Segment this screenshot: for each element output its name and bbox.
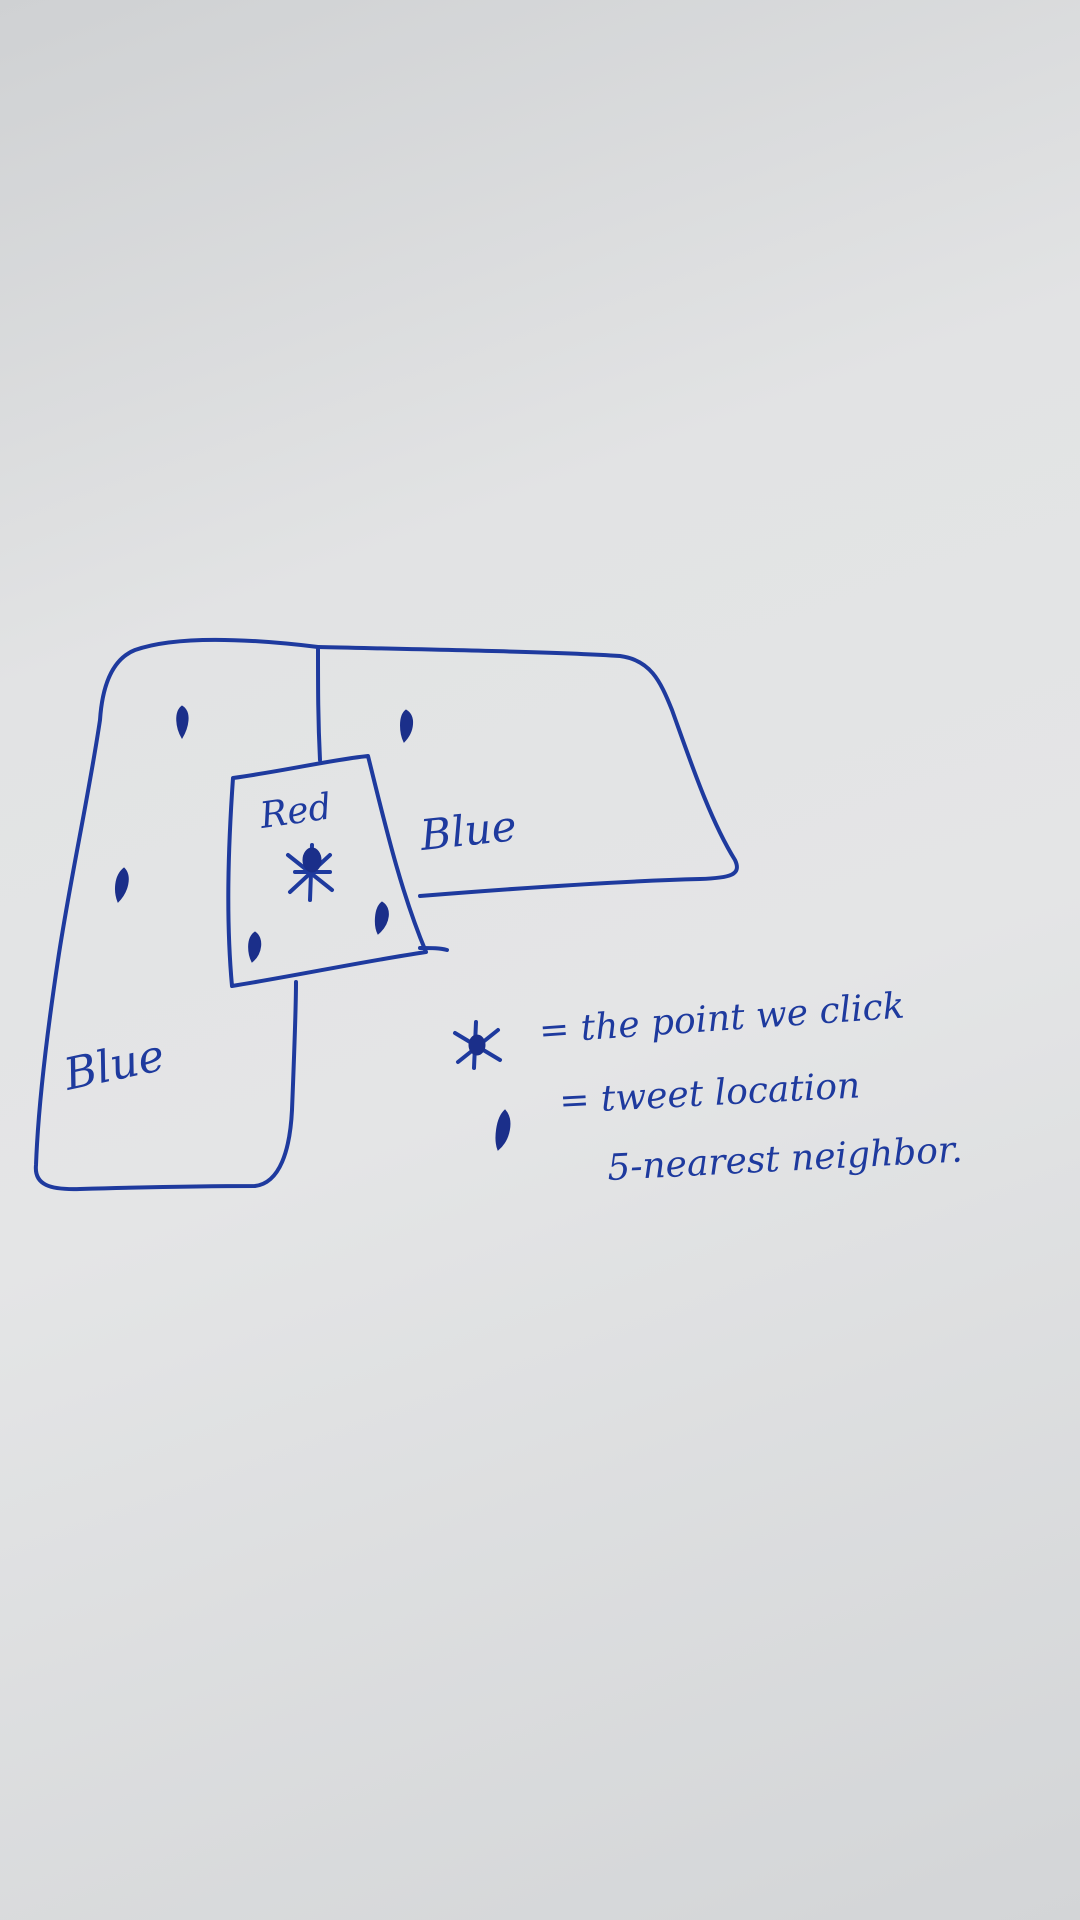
tweet-marker xyxy=(249,932,261,962)
right-region-label: Blue xyxy=(417,801,519,860)
region-divider xyxy=(318,647,320,760)
tweet-marker xyxy=(177,706,188,738)
tweet-marker xyxy=(401,710,413,742)
legend-star-icon xyxy=(455,1022,500,1068)
legend-teardrop-icon xyxy=(496,1110,510,1150)
star-icon xyxy=(288,845,332,900)
tweet-marker xyxy=(116,868,129,902)
corner-tick xyxy=(420,948,447,950)
left-region-label: Blue xyxy=(59,1030,169,1101)
tweet-marker xyxy=(375,902,388,934)
legend-click-point-text: = the point we click xyxy=(538,986,906,1052)
legend-method-text: 5-nearest neighbor. xyxy=(606,1129,963,1189)
legend-tweet-location-text: = tweet location xyxy=(558,1065,861,1122)
center-region-label: Red xyxy=(257,786,334,837)
right-blue-region xyxy=(318,647,737,896)
